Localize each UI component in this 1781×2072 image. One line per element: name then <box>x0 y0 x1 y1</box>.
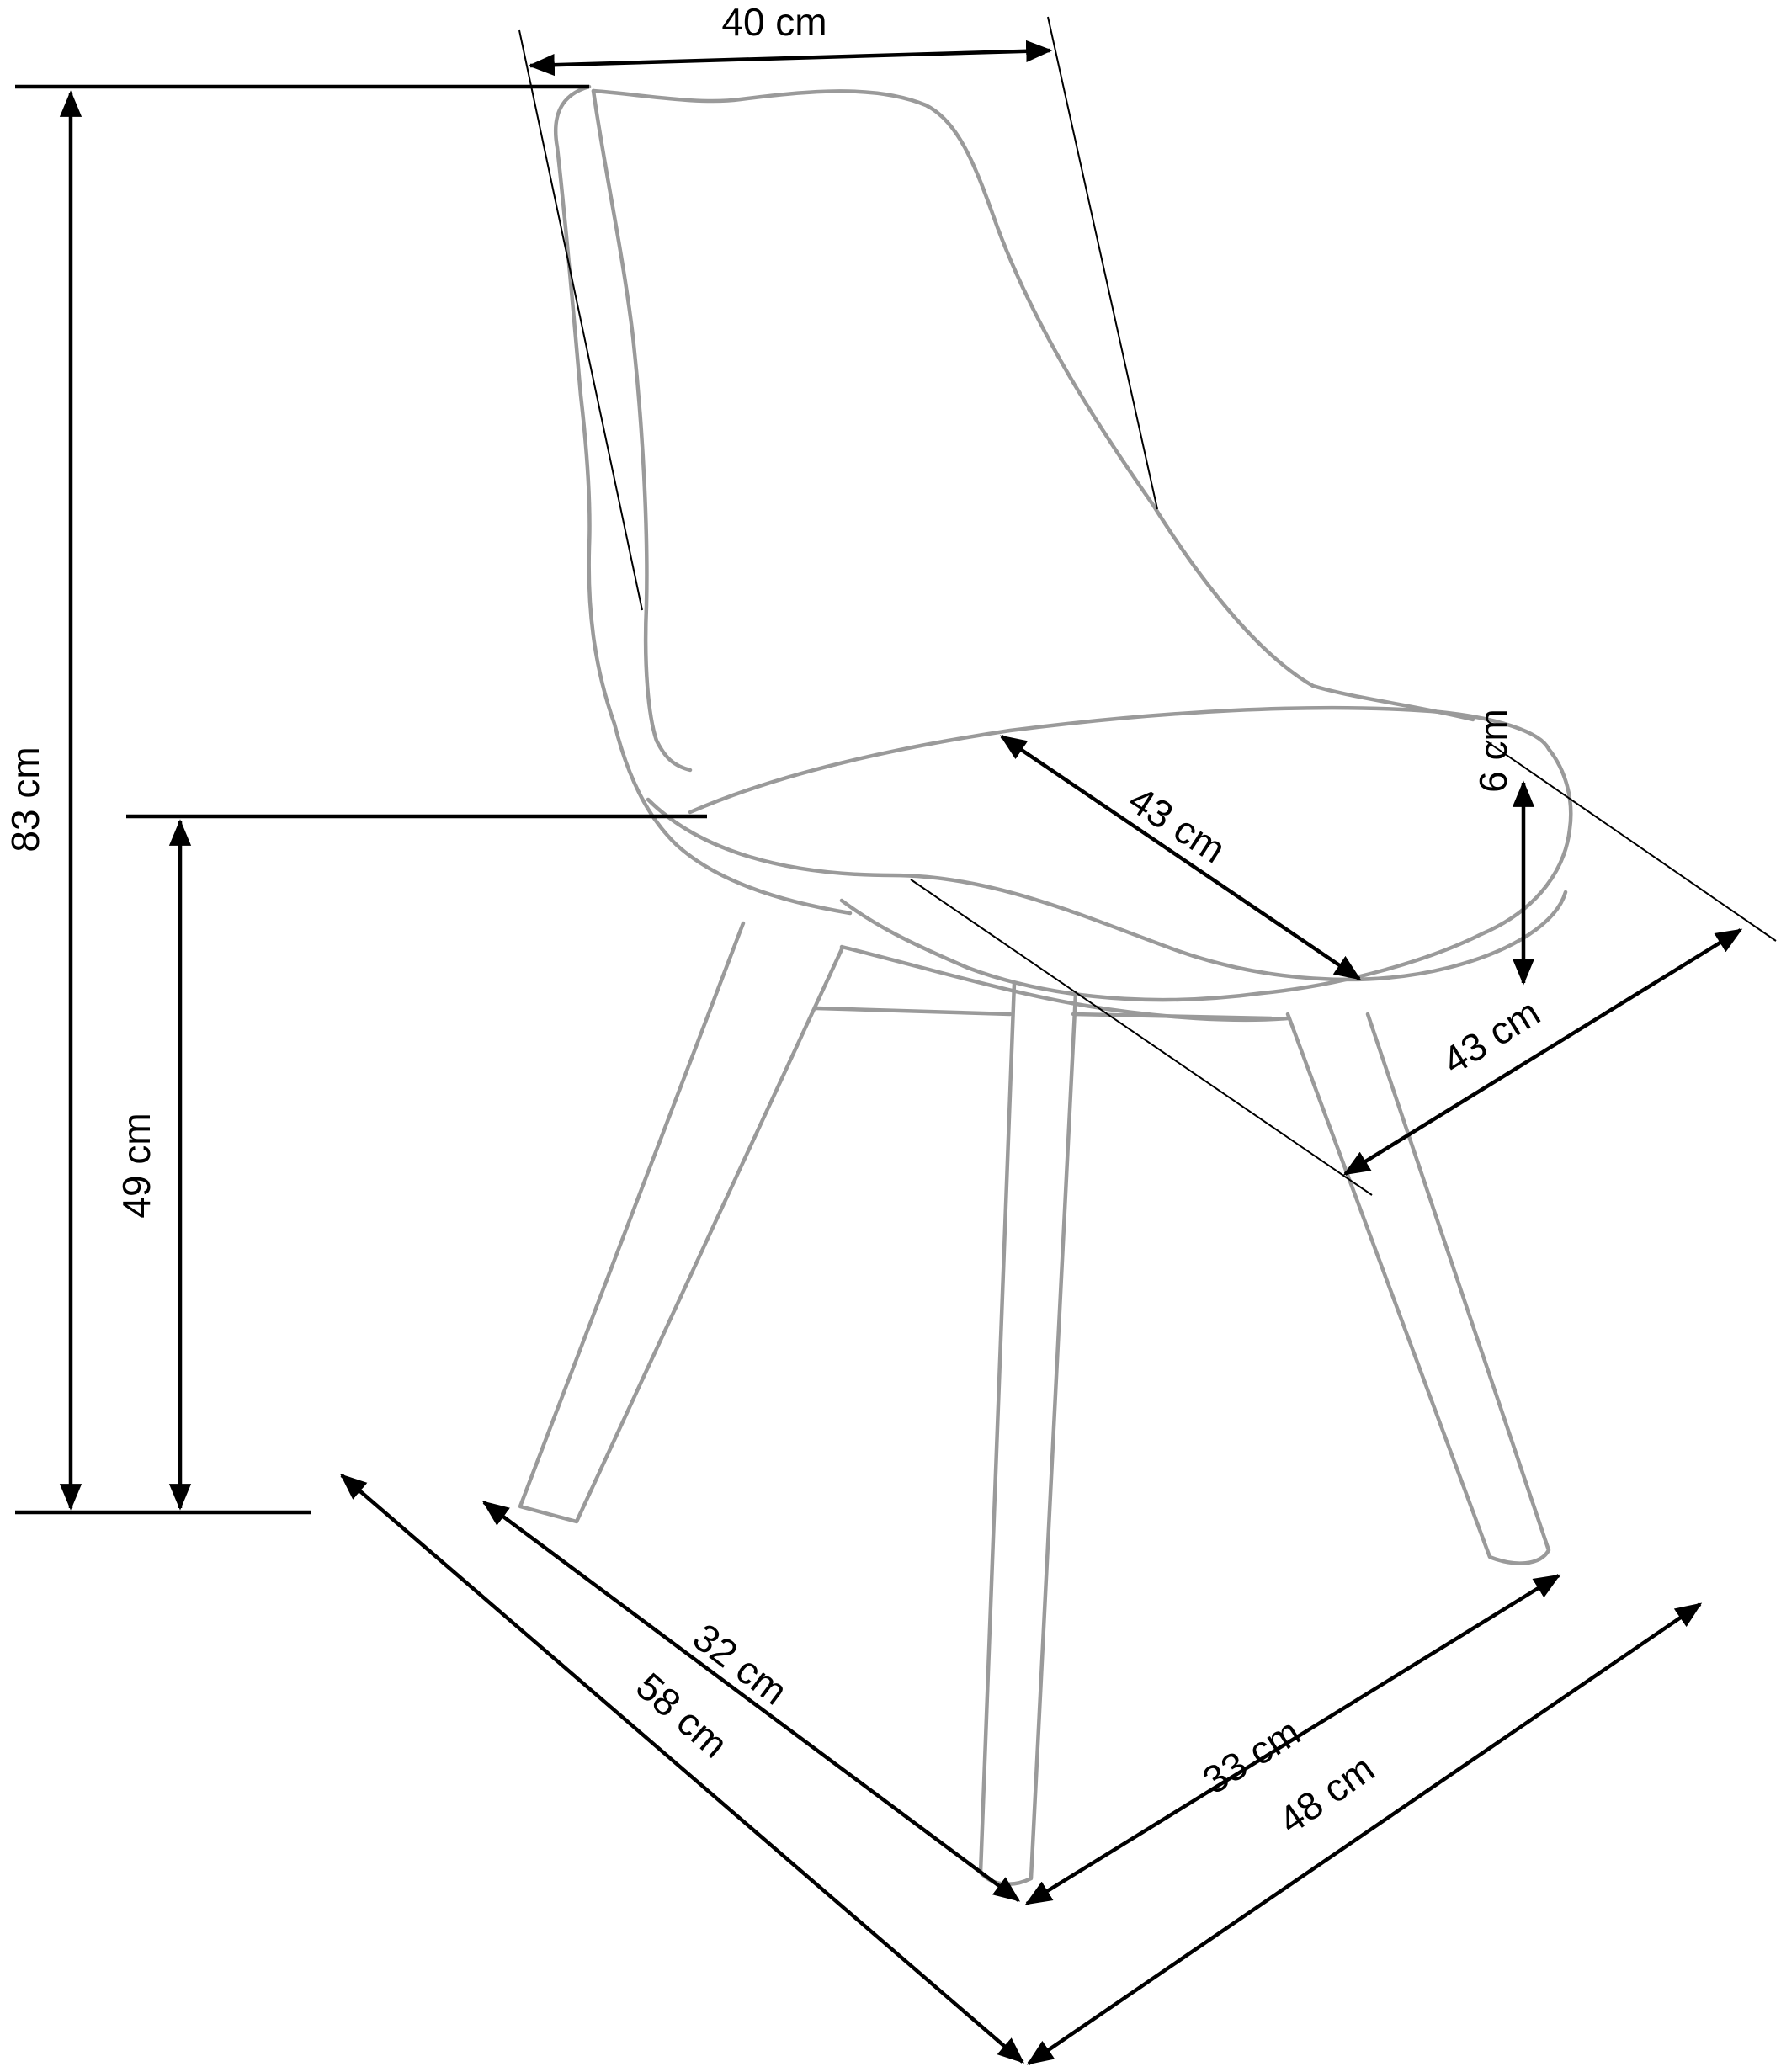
dimension-seat-depth-line <box>999 735 1362 980</box>
dimension-58cm-line <box>340 1474 1024 2064</box>
extension-lines <box>15 16 1777 1515</box>
chair-seat-underside <box>839 944 1290 1023</box>
label-cushion-thickness: 6 cm <box>1471 709 1515 793</box>
dimension-seat-width-line <box>1342 928 1743 1176</box>
chair-seat-top <box>688 705 1573 1002</box>
dimension-lines <box>59 40 1743 2065</box>
label-seat-width: 43 cm <box>1435 990 1548 1082</box>
dimension-32cm-line <box>481 1501 1021 1902</box>
chair-outline <box>518 84 1573 1887</box>
dimension-labels: 40 cm 83 cm 49 cm 43 cm 43 cm 6 cm 32 cm… <box>3 0 1547 1842</box>
dimension-40cm-line <box>528 40 1053 77</box>
chair-frame-rail <box>814 1006 1273 1021</box>
chair-leg-left <box>518 921 844 1524</box>
label-total-height: 83 cm <box>3 746 47 852</box>
label-side-leg-spread: 33 cm <box>1195 1709 1308 1802</box>
label-overall-width: 48 cm <box>1271 1746 1382 1842</box>
chair-leg-front <box>978 980 1078 1887</box>
chair-leg-right <box>1285 1012 1551 1565</box>
label-seat-height: 49 cm <box>114 1113 158 1218</box>
chair-back-inner <box>591 88 1475 722</box>
chair-back-shell <box>553 84 853 916</box>
chair-back-front-edge <box>591 88 693 773</box>
label-back-width: 40 cm <box>721 0 827 44</box>
dimension-48cm-line <box>1026 1602 1703 2065</box>
chair-seat-rim <box>646 797 1568 982</box>
